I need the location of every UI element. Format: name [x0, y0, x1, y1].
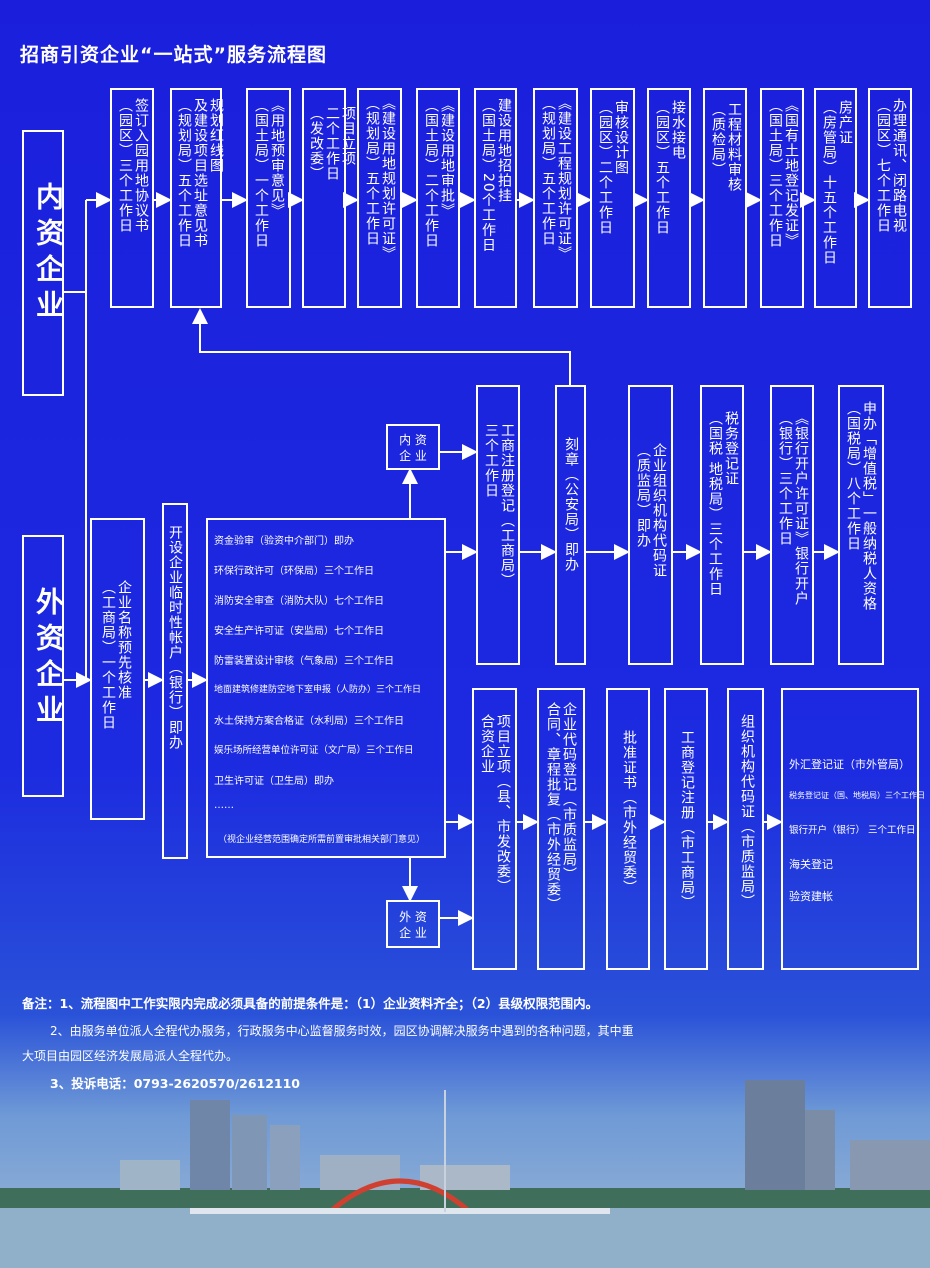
approval-item: 卫生许可证（卫生局）即办: [214, 776, 334, 787]
mid-step-4: 税务登记证 （国税 地税局）三个工作日: [700, 385, 744, 665]
mid-step-2: 刻章（公安局）即办: [555, 385, 586, 665]
top-step-14: 办理通讯、闭路电视 （园区）七个工作日: [868, 88, 912, 308]
final-item: 验资建帐: [789, 890, 833, 903]
mid-step-6: 申办「增值税」一般纳税人资格 （国税局）八个工作日: [838, 385, 884, 665]
top-step-8: 《建设工程规划许可证》 （规划局）五个工作日: [533, 88, 578, 308]
top-step-4: 项目立项 二个工作日 （发改委）: [302, 88, 356, 308]
note-line-1: 备注：1、流程图中工作实限内完成必须具备的前提条件是：（1）企业资料齐全；（2）…: [22, 996, 599, 1011]
domestic-enterprise-label: 内资企业: [32, 182, 65, 326]
top-step-3: 《用地预审意见》 （国土局）一个工作日: [246, 88, 291, 308]
bottom-step-2: 企业代码登记（市质监局） 合同、章程批复（市外经贸委）: [537, 688, 585, 970]
approval-item: ……: [214, 800, 234, 811]
approval-item: 资金验审（验资中介部门）即办: [214, 536, 354, 547]
final-item: 海关登记: [789, 858, 833, 871]
bottom-step-4: 工商登记注册（市工商局）: [664, 688, 708, 970]
foreign-small-label: 外 资 企 业: [399, 910, 427, 940]
page-title: 招商引资企业“一站式”服务流程图: [20, 44, 327, 66]
approval-item: 安全生产许可证（安监局）七个工作日: [214, 626, 384, 637]
city-skyline-image: [0, 1080, 930, 1268]
top-step-5: 《建设用地规划许可证》 （规划局）五个工作日: [357, 88, 402, 308]
approval-item: 环保行政许可（环保局）三个工作日: [214, 566, 374, 577]
complaint-phone: 3、投诉电话：0793-2620570/2612110: [50, 1076, 301, 1091]
domestic-enterprise-box: 内资企业: [22, 130, 65, 396]
final-item: 税务登记证（国、地税局）三个工作日: [789, 791, 925, 800]
top-step-1: 签订入园用地协议书 （园区）三个工作日: [110, 88, 154, 308]
top-step-6: 《建设用地审批》 （国土局）二个工作日: [416, 88, 460, 308]
approval-note: （视企业经营范围确定所需前置审批相关部门意见）: [218, 835, 426, 845]
final-item: 银行开户（银行） 三个工作日: [789, 825, 916, 836]
pre-approvals-box: 资金验审（验资中介部门）即办 环保行政许可（环保局）三个工作日 消防安全审查（消…: [206, 518, 446, 858]
name-check-box: 企业名称预先核准 （工商局）一个工作日: [90, 518, 145, 820]
bottom-step-5: 组织机构代码证（市质监局）: [727, 688, 764, 970]
domestic-small-label: 内 资 企 业: [399, 433, 427, 463]
bottom-step-3: 批准证书（市外经贸委）: [606, 688, 650, 970]
approval-item: 娱乐场所经营单位许可证（文广局）三个工作日: [214, 745, 414, 756]
mid-step-5: 《银行开户许可证》银行开户 （银行）三个工作日: [770, 385, 814, 665]
approval-item: 水土保持方案合格证（水利局）三个工作日: [214, 716, 404, 727]
approval-item: 地面建筑修建防空地下室申报（人防办）三个工作日: [214, 685, 422, 695]
temp-account-box: 开设企业临时性帐户（银行）即办: [162, 503, 188, 859]
foreign-enterprise-label: 外资企业: [32, 587, 65, 731]
final-registrations-box: 外汇登记证（市外管局） 税务登记证（国、地税局）三个工作日 银行开户（银行） 三…: [781, 688, 925, 970]
top-step-2: 规划红线图 及建设项目选址意见书 （规划局）五个工作日: [170, 88, 224, 308]
top-step-7: 建设用地招拍挂 （国土局）20个工作日: [474, 88, 517, 308]
mid-step-3: 企业组织机构代码证 （质监局）即办: [628, 385, 673, 665]
top-step-12: 《国有土地登记发证》 （国土局）三个工作日: [760, 88, 804, 308]
note-line-3: 大项目由园区经济发展局派人全程代办。: [22, 1049, 239, 1063]
approval-item: 消防安全审查（消防大队）七个工作日: [214, 596, 384, 607]
top-step-13: 房产证 （房管局）十五个工作日: [814, 88, 857, 308]
top-step-10: 接水接电 （园区）五个工作日: [647, 88, 691, 308]
bottom-step-1: 项目立项（县、市发改委） 合资企业: [472, 688, 517, 970]
domestic-small-box: 内 资 企 业: [386, 424, 440, 470]
final-item: 外汇登记证（市外管局）: [789, 758, 910, 771]
foreign-small-box: 外 资 企 业: [386, 900, 440, 948]
approval-item: 防雷装置设计审核（气象局）三个工作日: [214, 656, 394, 667]
top-step-9: 审核设计图 （园区）二个工作日: [590, 88, 635, 308]
mid-step-1: 工商注册登记（工商局） 三个工作日: [476, 385, 520, 665]
foreign-enterprise-box: 外资企业: [22, 535, 65, 797]
note-line-2: 2、由服务单位派人全程代办服务，行政服务中心监督服务时效，园区协调解决服务中遇到…: [50, 1024, 634, 1038]
top-step-11: 工程材料审核 （质检局）: [703, 88, 747, 308]
